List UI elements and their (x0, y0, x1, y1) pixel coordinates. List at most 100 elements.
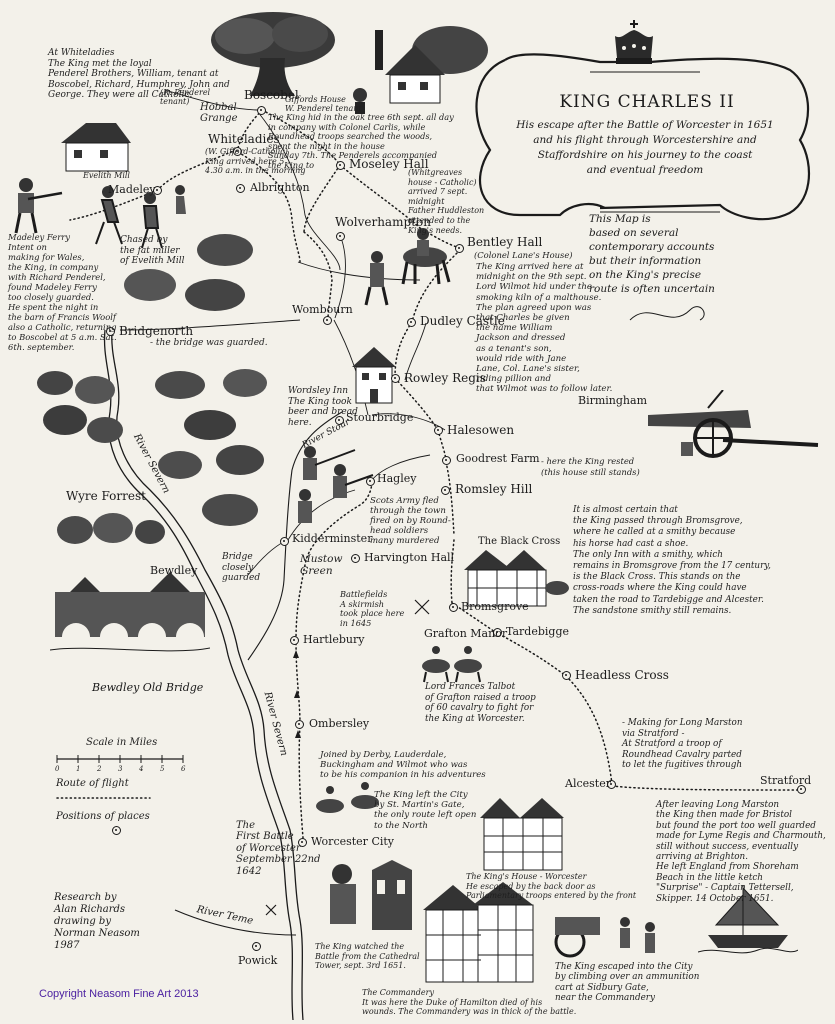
place-hagley: Hagley (377, 472, 417, 485)
place-worcester-city: Worcester City (311, 835, 395, 848)
map-credit: Research by Alan Richards drawing by Nor… (54, 892, 140, 951)
wyre-forest-trees-illustration (37, 371, 123, 443)
cathedral-scene-illustration (330, 860, 412, 930)
place-marker-wolverhampton (336, 232, 345, 241)
place-marker-hartlebury (290, 636, 299, 645)
fleeing-horsemen-illustration (316, 782, 379, 813)
scale-tick: 5 (160, 765, 165, 773)
place-powick: Powick (238, 954, 278, 967)
note-whiteladies-catholic: (W. Gifford-Catholic) King arrived here … (205, 147, 306, 175)
place-goodrest-farm: Goodrest Farm (456, 452, 540, 465)
note-bentley-colonel: (Colonel Lane's House) (474, 250, 573, 260)
note-bromsgrove: It is almost certain that the King passe… (573, 505, 771, 616)
place-mustow-green: Mustow Green (300, 553, 343, 577)
map-title: KING CHARLES II (559, 92, 735, 112)
note-battlefields: Battlefields A skirmish took place here … (340, 589, 405, 628)
note-first-battle: The First Battle of Worcester September … (236, 820, 321, 877)
legend-route-label: Route of flight (56, 778, 129, 789)
note-penderel-tenant: (R. Penderel tenant) (160, 88, 211, 106)
woodland-trees-illustration (155, 369, 267, 526)
place-ombersley: Ombersley (309, 717, 370, 730)
place-marker-headless-cross (562, 671, 571, 680)
place-kidderminster: Kidderminster (292, 532, 373, 545)
note-long-marston: - Making for Long Marston via Stratford … (622, 718, 743, 771)
place-marker-bridgenorth (106, 327, 115, 336)
black-cross-inn-illustration (464, 550, 569, 607)
note-scots-army: Scots Army fled through the town fired o… (370, 496, 451, 546)
place-marker-powick (252, 942, 261, 951)
place-marker-romsley-hill (441, 486, 450, 495)
cavalry-illustration (422, 646, 482, 683)
place-marker-goodrest-farm (442, 456, 451, 465)
note-derby-joined: Joined by Derby, Lauderdale, Buckingham … (320, 750, 486, 781)
place-marker-bromsgrove (449, 603, 458, 612)
place-marker-bentley-hall (455, 244, 464, 253)
ship-illustration (698, 885, 798, 954)
place-birmingham: Birmingham (578, 394, 648, 407)
place-bentley-hall: Bentley Hall (467, 235, 543, 249)
note-wordsley-inn: Wordsley Inn The King took beer and brea… (288, 386, 358, 428)
note-left-city: The King left the City by St. Martin's G… (374, 790, 477, 831)
scale-tick: 2 (97, 765, 102, 773)
note-lord-talbot: Lord Frances Talbot of Grafton raised a … (425, 682, 536, 724)
oak-tree-illustration (211, 12, 335, 96)
river-stour (247, 411, 343, 661)
note-bridge-guarded: - the bridge was guarded. (150, 338, 268, 348)
map-subtitle: His escape after the Battle of Worcester… (516, 119, 774, 176)
place-marker-moseley-hall (336, 161, 345, 170)
place-marker-stratford (797, 785, 806, 794)
evelith-mill-illustration (61, 123, 131, 172)
place-stratford: Stratford (760, 774, 812, 787)
place-marker-tardebigge (493, 628, 502, 637)
place-marker-worcester-city (298, 838, 307, 847)
place-marker-hagley (366, 477, 375, 486)
place-marker-harvington-hall (351, 554, 360, 563)
note-madeley-ferry: Madeley Ferry Intent on making for Wales… (8, 232, 117, 352)
place-grafton-manor: Grafton Manor (424, 627, 508, 640)
note-whitgreaves: (Whitgreaves house - Catholic) arrived 7… (408, 168, 485, 235)
river-severn (111, 329, 304, 1021)
place-stourbridge: Stourbridge (346, 411, 414, 424)
soldiers-illustration (298, 446, 374, 523)
place-black-cross: The Black Cross (478, 536, 561, 547)
place-albrighton: Albrighton (250, 181, 310, 194)
place-bromsgrove: Bromsgrove (461, 600, 529, 613)
copyright-notice: Copyright Neasom Fine Art 2013 (39, 988, 199, 1000)
note-commandery: The Commandery It was here the Duke of H… (362, 988, 577, 1016)
place-bridgenorth: Bridgenorth (119, 324, 194, 338)
scale-tick: 4 (139, 765, 144, 773)
note-kings-house: The King's House - Worcester He escaped … (466, 872, 637, 900)
place-marker-albrighton (236, 184, 245, 193)
stourbridge-house-illustration (352, 347, 396, 404)
place-marker-whiteladies (233, 147, 242, 156)
place-dudley-castle: Dudley Castle (420, 314, 505, 328)
cannon-illustration (648, 390, 819, 458)
note-whiteladies-meet: At Whiteladies The King met the loyal Pe… (48, 48, 230, 100)
place-hartlebury: Hartlebury (303, 633, 365, 646)
note-goodrest: - here the King rested (this house still… (541, 456, 640, 477)
place-headless-cross: Headless Cross (575, 668, 669, 682)
place-bewdley-old-bridge: Bewdley Old Bridge (92, 681, 204, 694)
scale-tick: 3 (118, 765, 123, 773)
note-giffords-house: Giffords House W. Penderel tenant (285, 95, 362, 113)
note-oak-tree: The King hid in the oak tree 6th sept. a… (268, 112, 454, 170)
legend-places-label: Positions of places (56, 811, 150, 822)
legend-scale-label: Scale in Miles (86, 737, 158, 748)
place-bewdley: Bewdley (150, 564, 198, 577)
place-harvington-hall: Harvington Hall (364, 551, 455, 564)
place-wombourn: Wombourn (292, 303, 353, 316)
shropshire-trees-illustration (124, 234, 253, 311)
note-escaped-city: The King escaped into the City by climbi… (555, 962, 700, 1004)
place-marker-wombourn (323, 316, 332, 325)
place-wyre-forest: Wyre Forrest (66, 489, 146, 503)
boscobel-house-illustration (353, 26, 488, 114)
place-marker-ombersley (295, 720, 304, 729)
place-moseley-hall: Moseley Hall (349, 157, 429, 171)
place-rowley-regis: Rowley Regis (404, 371, 486, 385)
place-tardebigge: Tardebigge (506, 625, 570, 638)
scale-tick: 0 (55, 765, 60, 773)
place-marker-halesowen (434, 426, 443, 435)
place-wolverhampton: Wolverhampton (335, 215, 431, 229)
note-bentley-story: The King arrived here at midnight on the… (476, 262, 613, 395)
musketeer-illustration (14, 178, 63, 234)
